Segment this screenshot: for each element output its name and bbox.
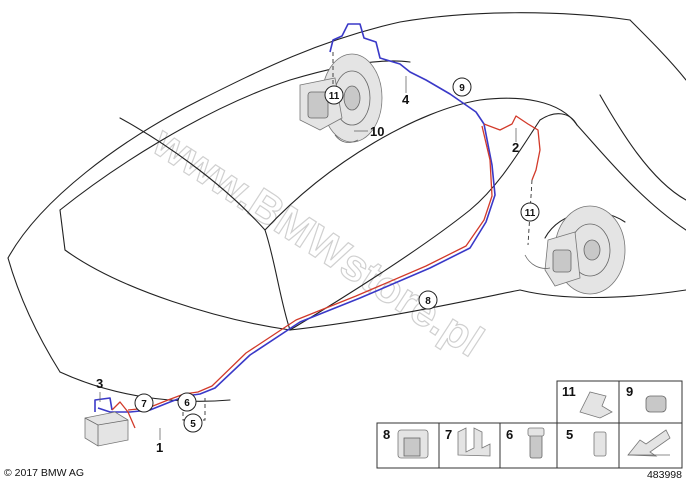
callout-4: 4 bbox=[402, 92, 410, 107]
svg-text:5: 5 bbox=[190, 419, 196, 430]
circled-callout-11-rear: 11 bbox=[520, 202, 540, 222]
legend-cell-6: 6 bbox=[499, 422, 558, 469]
front-brake-assembly bbox=[299, 53, 383, 143]
image-number: 483998 bbox=[647, 469, 682, 481]
legend-cell-8: 8 bbox=[376, 422, 440, 469]
copyright-text: © 2017 BMW AG bbox=[4, 467, 84, 479]
callout-10: 10 bbox=[370, 124, 384, 139]
svg-text:8: 8 bbox=[383, 427, 390, 442]
svg-text:9: 9 bbox=[459, 83, 465, 94]
brake-line-red bbox=[127, 125, 493, 411]
circled-callout-7: 7 bbox=[134, 393, 154, 413]
svg-text:6: 6 bbox=[506, 427, 513, 442]
legend-cell-arrow bbox=[618, 422, 683, 469]
abs-unit bbox=[84, 411, 129, 447]
svg-text:9: 9 bbox=[626, 384, 633, 399]
svg-text:7: 7 bbox=[141, 399, 147, 410]
circled-callouts: 5 6 7 8 9 11 11 bbox=[134, 77, 540, 433]
callout-labels: 1 2 3 4 10 bbox=[96, 76, 519, 455]
legend-cell-9: 9 bbox=[618, 380, 683, 424]
watermark: www.BMWstore.pl bbox=[144, 117, 492, 367]
svg-text:11: 11 bbox=[525, 208, 536, 219]
callout-3: 3 bbox=[96, 376, 103, 391]
circled-callout-5: 5 bbox=[183, 413, 203, 433]
callout-2: 2 bbox=[512, 140, 519, 155]
svg-text:6: 6 bbox=[184, 398, 190, 409]
legend-cell-7: 7 bbox=[438, 422, 501, 469]
circled-callout-6: 6 bbox=[177, 392, 197, 412]
legend-cell-5: 5 bbox=[556, 422, 620, 469]
svg-text:11: 11 bbox=[562, 384, 576, 399]
svg-text:11: 11 bbox=[329, 91, 340, 102]
parts-legend: 11 9 8 7 6 5 bbox=[376, 380, 683, 469]
circled-callout-8: 8 bbox=[418, 290, 438, 310]
circled-callout-9: 9 bbox=[452, 77, 472, 97]
circled-callout-11-front: 11 bbox=[324, 85, 344, 105]
legend-cell-11: 11 bbox=[556, 380, 620, 424]
svg-text:8: 8 bbox=[425, 296, 431, 307]
svg-text:7: 7 bbox=[445, 427, 452, 442]
svg-text:5: 5 bbox=[566, 427, 573, 442]
car-body-outline bbox=[7, 12, 686, 402]
callout-1: 1 bbox=[156, 440, 163, 455]
rear-brake-assembly bbox=[524, 205, 626, 295]
